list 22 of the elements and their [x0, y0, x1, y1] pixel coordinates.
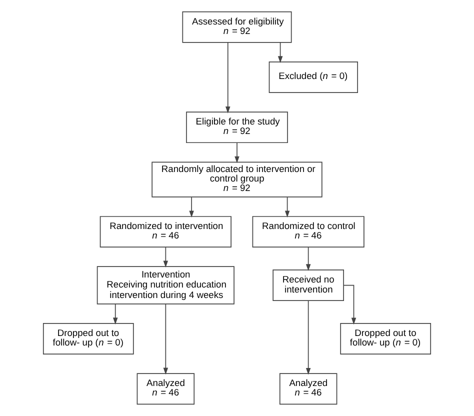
node-box: Randomized to intervention n = 46: [100, 216, 232, 248]
arrow: [278, 42, 283, 63]
arrow: [163, 304, 168, 375]
arrow: [163, 246, 168, 268]
arrow: [284, 196, 290, 218]
node-box: Assessed for eligibility n = 92: [182, 11, 292, 43]
arrow: [234, 142, 240, 164]
node-box: Intervention Receiving nutrition education intervention during 4 weeks: [96, 266, 234, 304]
node-box: Eligible for the study n = 92: [186, 112, 288, 144]
arrow: [189, 196, 194, 218]
node-box: Randomized to control n = 46: [252, 216, 364, 248]
node-box: Analyzed n = 46: [279, 373, 338, 405]
node-box: Excluded (n = 0): [268, 62, 358, 93]
node-box: Randomly allocated to intervention or control group n = 92: [152, 162, 322, 198]
arrow: [306, 300, 311, 375]
node-box: Received no intervention: [272, 270, 344, 301]
node-box: Analyzed n = 46: [136, 373, 195, 405]
arrow: [112, 304, 118, 324]
node-box: Dropped out to follow- up (n = 0): [42, 323, 134, 354]
arrow: [226, 42, 230, 114]
arrow: [306, 246, 311, 271]
node-box: Dropped out to follow- up (n = 0): [340, 323, 432, 354]
